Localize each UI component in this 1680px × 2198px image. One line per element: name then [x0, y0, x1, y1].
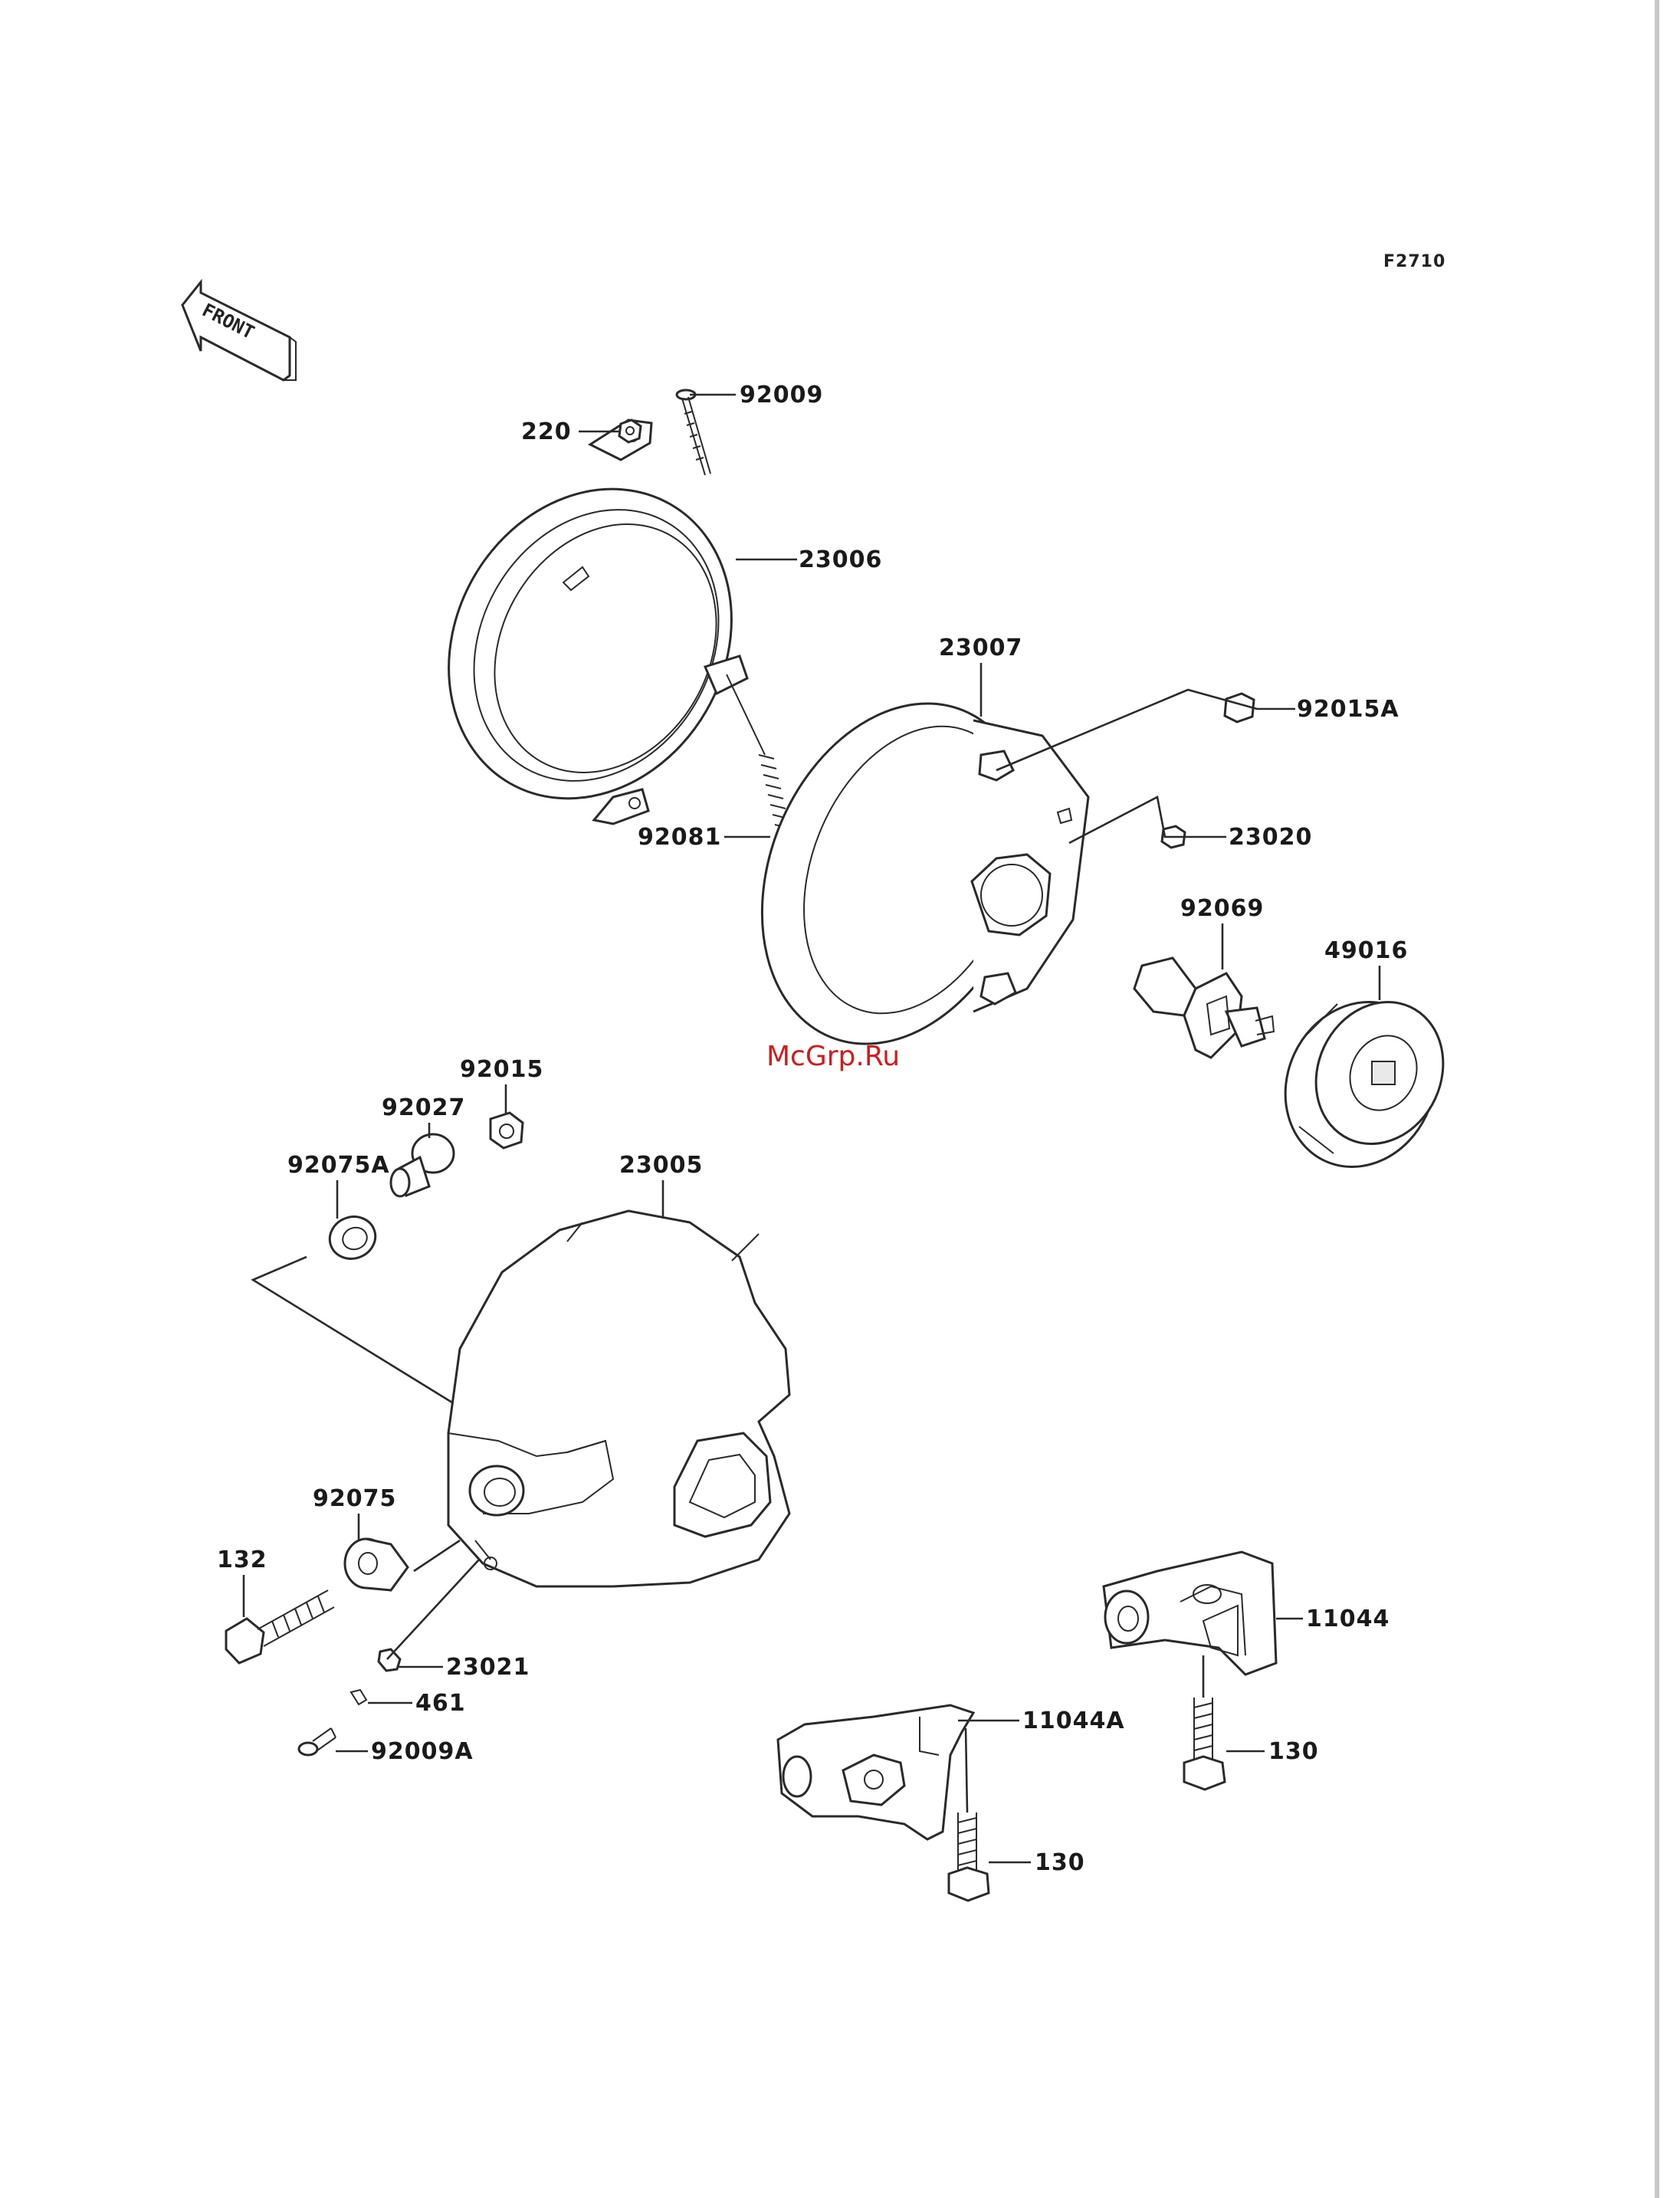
label-92009: 92009	[740, 382, 823, 408]
label-132: 132	[217, 1547, 267, 1573]
bolt-132	[226, 1590, 334, 1663]
label-92015A: 92015A	[1297, 696, 1399, 723]
label-23006: 23006	[799, 546, 882, 573]
label-220: 220	[521, 418, 572, 445]
headlight-unit	[714, 663, 1088, 1084]
bracket-11044A	[778, 1705, 973, 1839]
collar-92075	[345, 1539, 408, 1590]
figure-code: F2710	[1383, 252, 1445, 271]
headlight-rim	[393, 420, 786, 850]
label-130-lower: 130	[1035, 1849, 1085, 1876]
label-11044A: 11044A	[1022, 1708, 1125, 1734]
bolt-130-lower	[949, 1813, 989, 1901]
label-92069: 92069	[1180, 895, 1264, 922]
nut-92015	[491, 1113, 523, 1148]
label-92075A: 92075A	[287, 1152, 390, 1179]
label-11044: 11044	[1306, 1606, 1390, 1632]
label-92009A: 92009A	[371, 1738, 474, 1765]
label-92015: 92015	[460, 1056, 543, 1083]
label-130-upper: 130	[1268, 1738, 1319, 1765]
label-92081: 92081	[638, 824, 721, 851]
label-92027: 92027	[382, 1094, 465, 1121]
label-23005: 23005	[619, 1152, 703, 1179]
bracket-11044	[1104, 1552, 1276, 1675]
label-49016: 49016	[1324, 937, 1408, 964]
label-461: 461	[415, 1690, 466, 1717]
dust-cover-49016	[1258, 977, 1465, 1192]
bulb-92069	[1134, 958, 1274, 1058]
bolt-130-upper	[1184, 1698, 1225, 1790]
part-461	[351, 1690, 366, 1704]
washer-92075A	[324, 1210, 382, 1265]
collar-92027	[391, 1134, 454, 1196]
watermark: McGrp.Ru	[766, 1041, 900, 1072]
nut-220	[619, 420, 641, 442]
screw-92009A	[299, 1728, 336, 1755]
label-23007: 23007	[939, 635, 1022, 661]
headlight-housing	[448, 1211, 789, 1586]
part-23021	[379, 1649, 400, 1671]
screw-92009	[677, 390, 710, 475]
label-92075: 92075	[313, 1485, 396, 1512]
label-23020: 23020	[1229, 824, 1312, 851]
label-23021: 23021	[446, 1654, 530, 1681]
front-arrow-icon: FRONT	[182, 282, 296, 380]
